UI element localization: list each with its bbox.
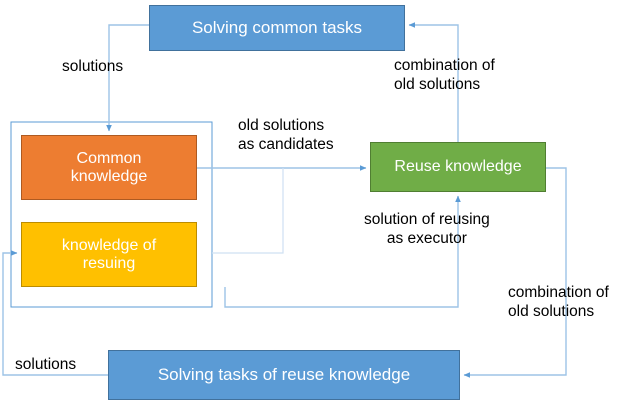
- edge-label-combination-of-old-solutions-top: combination of old solutions: [394, 57, 495, 93]
- knowledge-group-box: [10, 121, 213, 308]
- edge-label-solutions-bottom: solutions: [15, 356, 77, 373]
- edge-label-old-solutions-as-candidates: old solutions as candidates: [238, 117, 334, 153]
- node-solving-tasks-of-reuse-knowledge-label: Solving tasks of reuse knowledge: [157, 365, 411, 385]
- connector-solutions-top: [106, 24, 149, 132]
- connector-solutions-bottom: [2, 250, 108, 376]
- connector-combination-old-solutions-bottom: [463, 167, 567, 378]
- connector-candidates-branch: [212, 168, 284, 254]
- node-common-knowledge[interactable]: Common knowledge: [21, 135, 197, 200]
- node-knowledge-of-resuing-label: knowledge of resuing: [61, 236, 157, 272]
- node-knowledge-of-resuing[interactable]: knowledge of resuing: [21, 222, 197, 287]
- edge-label-solutions-top: solutions: [62, 58, 124, 75]
- node-common-knowledge-label: Common knowledge: [70, 149, 148, 185]
- node-solving-common-tasks[interactable]: Solving common tasks: [149, 5, 405, 51]
- connector-solution-of-reusing-as-executor: [224, 195, 461, 308]
- connector-combination-old-solutions-top: [408, 22, 459, 142]
- edge-label-combination-of-old-solutions-bottom: combination of old solutions: [508, 284, 609, 320]
- node-solving-tasks-of-reuse-knowledge[interactable]: Solving tasks of reuse knowledge: [108, 350, 460, 400]
- edge-label-solution-of-reusing-as-executor: solution of reusing as executor: [364, 211, 490, 247]
- node-solving-common-tasks-label: Solving common tasks: [191, 18, 363, 38]
- node-reuse-knowledge[interactable]: Reuse knowledge: [370, 142, 546, 192]
- node-reuse-knowledge-label: Reuse knowledge: [394, 158, 522, 176]
